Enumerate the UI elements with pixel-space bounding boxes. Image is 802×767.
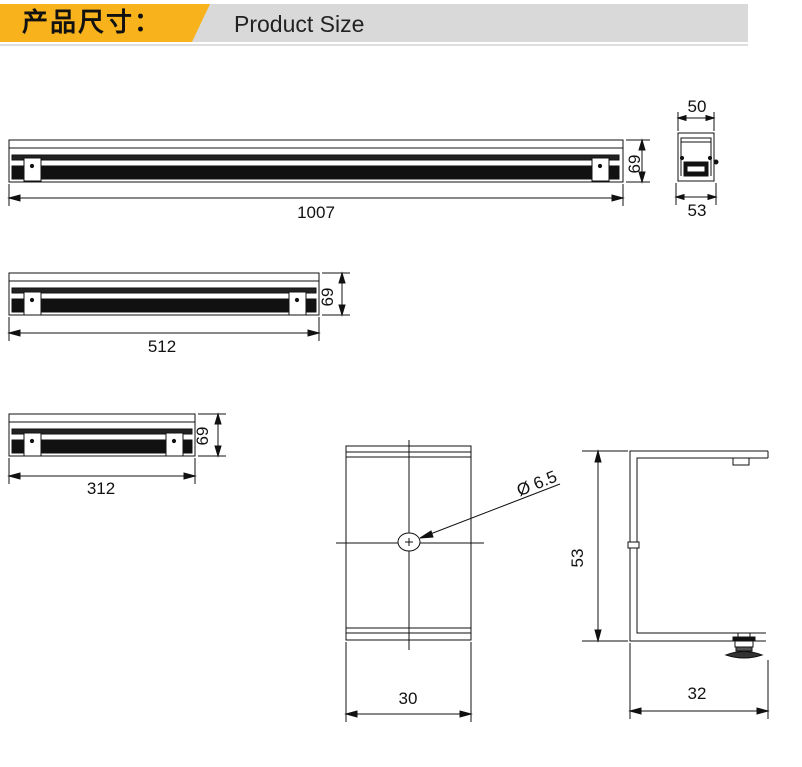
cross-section-view — [674, 112, 719, 205]
dim-bracket-width: 30 — [399, 689, 418, 708]
header-title-cn: 产品尺寸： — [22, 8, 163, 38]
dim-bracket-height: 53 — [568, 549, 587, 568]
dim-width-bottom: 53 — [688, 201, 707, 220]
fixture-1007-view — [7, 138, 650, 206]
section-header: 产品尺寸： Product Size — [0, 0, 748, 46]
dim-hole-diameter: Ø 6.5 — [514, 467, 560, 500]
dim-height-a: 69 — [625, 155, 644, 174]
dim-length-312: 312 — [87, 479, 115, 498]
bracket-side-view — [582, 449, 770, 719]
dim-width-top: 50 — [688, 97, 707, 116]
fixture-312-view — [7, 412, 226, 484]
dim-length-512: 512 — [148, 337, 176, 356]
dim-bracket-depth: 32 — [688, 684, 707, 703]
header-background — [0, 4, 748, 46]
dim-height-c: 69 — [193, 427, 212, 446]
fixture-512-view — [7, 271, 350, 341]
header-title-en: Product Size — [234, 11, 365, 37]
bracket-front-view — [336, 440, 561, 722]
dim-height-b: 69 — [318, 288, 337, 307]
dim-length-1007: 1007 — [297, 203, 335, 222]
